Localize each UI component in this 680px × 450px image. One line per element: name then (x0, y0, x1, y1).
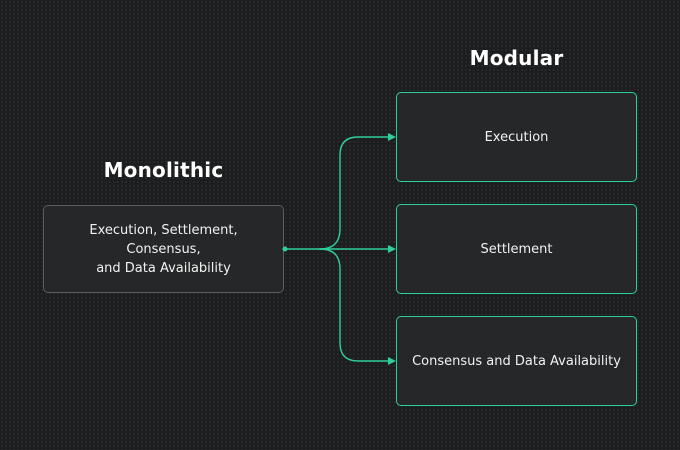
modular-heading: Modular (469, 46, 564, 70)
monolithic-box-label: Execution, Settlement, Consensus, and Da… (52, 221, 275, 278)
modular-box-label: Execution (484, 129, 549, 145)
connector-branch-consensus (319, 248, 393, 362)
arrowhead-consensus (388, 357, 396, 365)
arrowhead-execution (388, 133, 396, 141)
modular-box-consensus-da: Consensus and Data Availability (396, 316, 637, 406)
modular-box-execution: Execution (396, 92, 637, 182)
connector-origin-dot (282, 246, 288, 252)
modular-box-settlement: Settlement (396, 204, 637, 294)
arrowhead-settlement (388, 245, 396, 253)
modular-box-label: Settlement (480, 241, 553, 257)
monolithic-label-line-1: Execution, Settlement, Consensus, (89, 222, 238, 257)
monolithic-label-line-2: and Data Availability (96, 260, 231, 276)
monolithic-box: Execution, Settlement, Consensus, and Da… (43, 205, 284, 293)
modular-box-label: Consensus and Data Availability (412, 353, 621, 369)
connector-branch-execution (319, 136, 393, 250)
monolithic-heading: Monolithic (103, 158, 224, 182)
